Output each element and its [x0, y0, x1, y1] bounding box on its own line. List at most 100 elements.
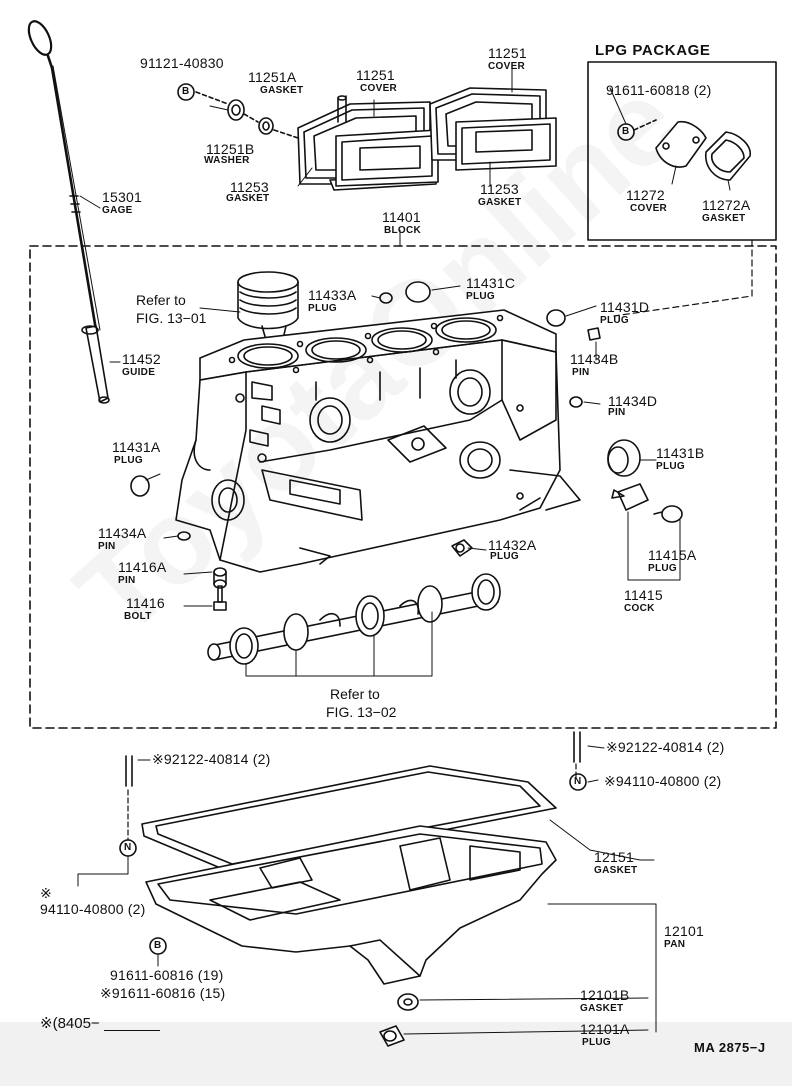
block-assembly-frame	[29, 245, 777, 729]
circle-letter-b-1: B	[182, 86, 190, 97]
oil-pan-gasket	[141, 765, 557, 873]
pan-bolt-a-number: 91611-60816 (19)	[110, 967, 224, 983]
lpg-package-title: LPG PACKAGE	[595, 42, 711, 59]
plug-11431b-number: 11431B	[656, 445, 705, 461]
camshaft	[205, 573, 501, 665]
pan-gasket-number: 12151	[594, 849, 634, 865]
plug-11431c	[405, 281, 431, 303]
plug-11415a	[653, 505, 683, 523]
pan-number: 12101	[664, 923, 704, 939]
gasket-11253-a-number: 11253	[230, 179, 269, 195]
circle-letter-b-3: B	[154, 940, 162, 951]
drain-cock-11415	[611, 483, 649, 511]
block-part-number: 11401	[382, 209, 421, 225]
cover-11251-b-number: 11251	[488, 45, 527, 61]
pin-11434d-name: PIN	[608, 407, 626, 418]
lpg-package-frame	[587, 61, 777, 241]
stud-left-number: ※92122-40814 (2)	[152, 751, 271, 767]
camshaft-ref-line2: FIG. 13−02	[326, 704, 397, 720]
gasket-11253-b-number: 11253	[480, 181, 519, 197]
circle-letter-b-2: B	[622, 126, 630, 137]
pin-11416a	[213, 567, 227, 589]
cock-11415-name: COCK	[624, 603, 655, 614]
pin-11434b-number: 11434B	[570, 351, 619, 367]
drain-gasket-12101b	[397, 993, 419, 1011]
circle-letter-n-left: N	[124, 842, 132, 853]
plug-11433a-number: 11433A	[308, 287, 357, 303]
drain-plug-12101a	[379, 1025, 405, 1047]
pin-11434b	[587, 327, 601, 341]
plug-11431c-name: PLUG	[466, 291, 495, 302]
plug-11433a	[379, 292, 393, 304]
drain-plug-name: PLUG	[582, 1037, 611, 1048]
pan-gasket-name: GASKET	[594, 865, 638, 876]
circle-letter-n-right: N	[574, 776, 582, 787]
bolt-11416	[213, 585, 227, 611]
cover-11251-b-name: COVER	[488, 61, 526, 72]
oil-level-gage	[27, 20, 101, 332]
gasket-11253-a-name: GASKET	[226, 193, 270, 204]
footnote-date: ※(8405−	[40, 1015, 100, 1032]
camshaft-ref-line1: Refer to	[330, 686, 380, 702]
pin-11434d	[569, 396, 583, 408]
side-cover-right	[429, 87, 557, 171]
stud-right	[573, 731, 581, 763]
drain-gasket-name: GASKET	[580, 1003, 624, 1014]
nut-left-number: 94110-40800 (2)	[40, 901, 146, 917]
lpg-gasket-part-number: 11272A	[702, 197, 751, 213]
plug-11431d-name: PLUG	[600, 315, 629, 326]
gasket-11251a	[258, 117, 274, 135]
leader-lines	[77, 67, 681, 1035]
piston-ref-line1: Refer to	[136, 292, 186, 308]
nut-left-mark: ※	[40, 885, 52, 901]
gage-part-number: 15301	[102, 189, 142, 205]
pin-11434a-number: 11434A	[98, 525, 147, 541]
bolt-part-number: 91121-40830	[140, 55, 224, 71]
plug-11415a-name: PLUG	[648, 563, 677, 574]
lpg-bolt-part-number: 91611-60818 (2)	[606, 82, 712, 98]
gasket-11253-b-name: GASKET	[478, 197, 522, 208]
lpg-cover-name: COVER	[630, 203, 668, 214]
nut-right-number: ※94110-40800 (2)	[604, 773, 722, 789]
bolt-11416-name: BOLT	[124, 611, 152, 622]
gage-guide	[81, 325, 110, 404]
plug-11431d-number: 11431D	[600, 299, 650, 315]
stud-left	[125, 755, 133, 787]
washer-11251b-number: 11251B	[206, 141, 255, 157]
bolt-11416-number: 11416	[126, 595, 165, 611]
gage-name: GAGE	[102, 205, 133, 216]
pan-bolt-b-number: ※91611-60816 (15)	[100, 985, 226, 1001]
plug-11431b-name: PLUG	[656, 461, 685, 472]
drain-gasket-number: 12101B	[580, 987, 630, 1003]
oil-pan	[145, 825, 557, 985]
gasket-11251a-number: 11251A	[248, 69, 297, 85]
pin-11416a-name: PIN	[118, 575, 136, 586]
pin-11434b-name: PIN	[572, 367, 590, 378]
plug-11431a-number: 11431A	[112, 439, 161, 455]
plug-11432a-number: 11432A	[488, 537, 537, 553]
pin-11416a-number: 11416A	[118, 559, 167, 575]
lpg-gasket-name: GASKET	[702, 213, 746, 224]
cock-11415-number: 11415	[624, 587, 663, 603]
pin-11434a-name: PIN	[98, 541, 116, 552]
figure-code: MA 2875−J	[694, 1040, 766, 1055]
guide-11452-number: 11452	[122, 351, 161, 367]
plug-11433a-name: PLUG	[308, 303, 337, 314]
plug-11431b	[607, 439, 641, 477]
drain-plug-number: 12101A	[580, 1021, 630, 1037]
lpg-cover-plate	[655, 120, 707, 168]
washer-11251b	[227, 99, 245, 121]
cover-11251-a-name: COVER	[360, 83, 398, 94]
plug-11431d	[546, 309, 566, 327]
plug-11415a-number: 11415A	[648, 547, 697, 563]
cover-11251-a-number: 11251	[356, 67, 395, 83]
gasket-11251a-name: GASKET	[260, 85, 304, 96]
lpg-cover-part-number: 11272	[626, 187, 665, 203]
nut-symbol-n-right	[569, 773, 587, 791]
pan-name: PAN	[664, 939, 686, 950]
bolt-symbol-b-1	[177, 83, 195, 101]
cylinder-block	[175, 309, 581, 573]
piston-ref-line2: FIG. 13−01	[136, 310, 207, 326]
plug-11431a	[130, 475, 150, 497]
